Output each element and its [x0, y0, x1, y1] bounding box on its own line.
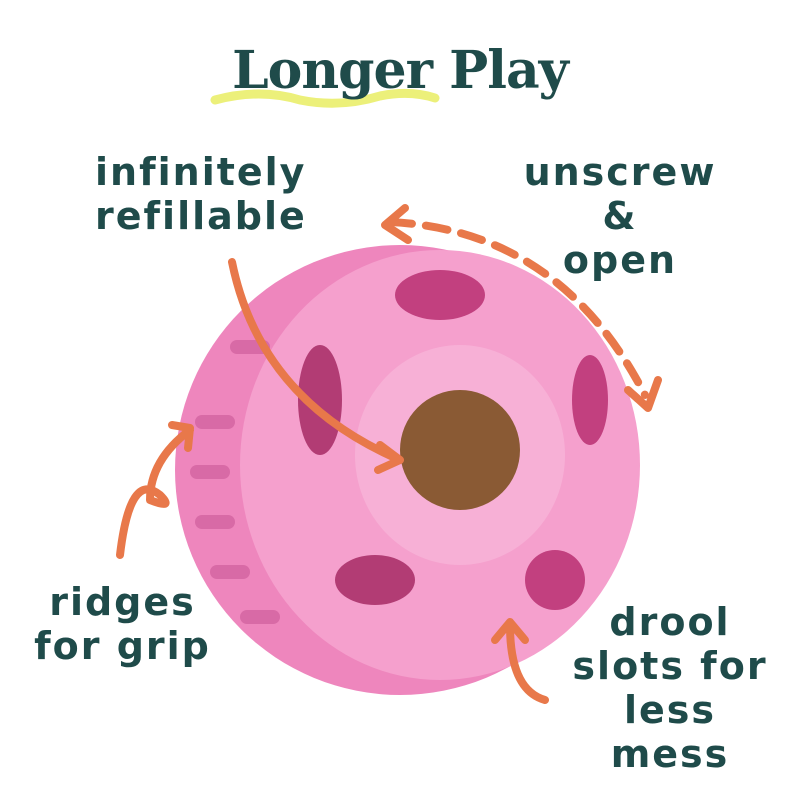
label-line: less mess: [610, 688, 730, 776]
arrow-ridges: [116, 421, 194, 559]
label-line: refillable: [95, 194, 307, 238]
label-line: infinitely: [95, 150, 307, 194]
treat-ball: [175, 245, 640, 695]
label-line: drool: [609, 600, 731, 644]
label-unscrew-open: unscrew & open: [505, 150, 735, 282]
label-line: unscrew &: [523, 150, 717, 238]
page-title: Longer Play: [232, 40, 569, 101]
label-line: slots for: [572, 644, 768, 688]
arrow-unscrew: [386, 218, 649, 399]
label-drool-slots: drool slots for less mess: [570, 600, 770, 776]
label-ridges-for-grip: ridges for grip: [30, 580, 215, 668]
arrow-drool: [491, 618, 549, 704]
label-line: open: [562, 238, 678, 282]
label-infinitely-refillable: infinitely refillable: [95, 150, 307, 238]
arrow-unscrew-head-left: [381, 204, 412, 244]
label-line: for grip: [34, 624, 211, 668]
arrow-refillable: [228, 258, 404, 474]
label-line: ridges: [49, 580, 196, 624]
arrow-unscrew-head-right: [624, 376, 662, 412]
title-highlight: [210, 88, 440, 108]
treat: [400, 390, 520, 510]
